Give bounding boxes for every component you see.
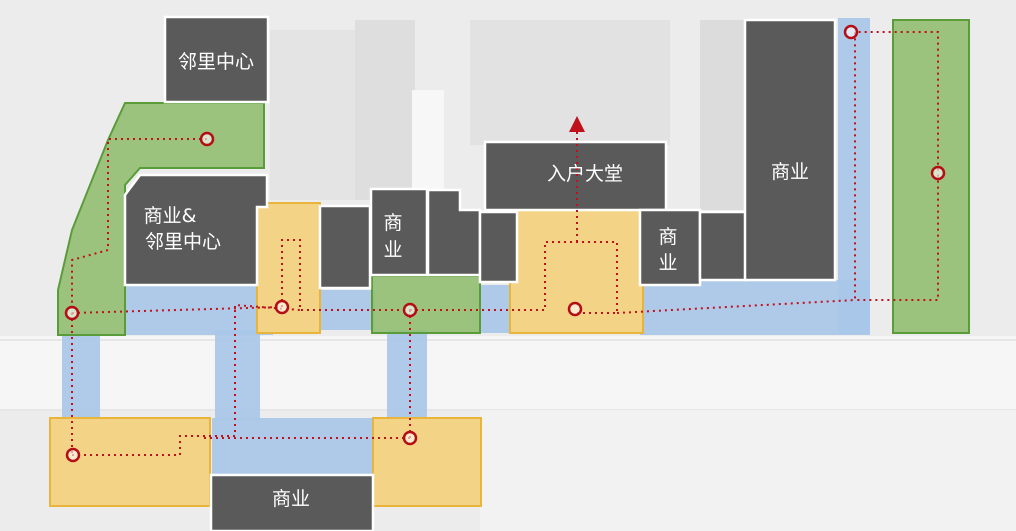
road-band <box>480 410 1016 531</box>
path-node <box>402 430 418 446</box>
label-commercial-bottom: 商业 <box>272 488 310 510</box>
label-community-center: 邻里中心 <box>178 51 254 73</box>
building-block <box>318 204 372 290</box>
path-node <box>843 24 859 40</box>
label-commercial-line2: 邻里中心 <box>145 231 221 253</box>
label-mid-left-line2: 业 <box>383 239 402 261</box>
path-node <box>402 302 418 318</box>
green-zone-left <box>57 102 265 336</box>
background-building-mass <box>470 20 670 145</box>
background-building-mass <box>700 20 748 210</box>
label-mid-left-line1: 商 <box>383 212 402 234</box>
building-block <box>426 188 482 277</box>
path-node <box>274 299 290 315</box>
building-commercial-bottom <box>209 473 375 531</box>
green-zone-right <box>892 19 970 334</box>
building-block <box>478 210 519 284</box>
building-commercial-tower <box>743 18 837 282</box>
label-lobby: 入户大堂 <box>547 163 623 185</box>
path-node <box>930 165 946 181</box>
tower-silhouette <box>412 90 444 200</box>
background-building-mass <box>355 20 415 200</box>
yellow-zone <box>256 202 321 334</box>
building-commercial-community <box>123 173 269 287</box>
label-mid-right-line2: 业 <box>658 252 677 274</box>
yellow-zone <box>372 417 482 507</box>
label-commercial-tower: 商业 <box>771 161 809 183</box>
building-blocks <box>123 15 837 531</box>
building-block <box>698 210 748 282</box>
label-mid-right-line1: 商 <box>658 226 677 248</box>
circulation-path <box>71 31 939 456</box>
background-building-mass <box>270 30 355 200</box>
path-nodes <box>64 24 946 463</box>
path-node <box>64 305 80 321</box>
yellow-zone <box>49 417 211 507</box>
road-band <box>0 336 1016 411</box>
path-node <box>65 447 81 463</box>
building-community-center <box>163 15 270 104</box>
label-commercial-line1: 商业& <box>144 205 197 227</box>
green-zone-center <box>371 275 481 334</box>
building-lobby <box>483 140 668 212</box>
path-node <box>199 131 215 147</box>
path-node <box>567 301 583 317</box>
